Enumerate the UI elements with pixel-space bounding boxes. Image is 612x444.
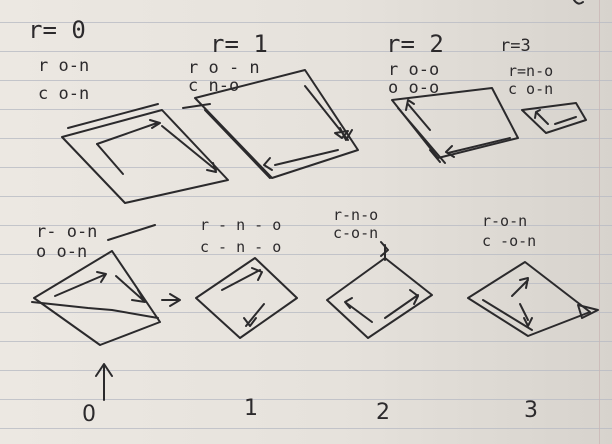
index-2: 2 <box>376 400 390 425</box>
label-r2-row1: r o-o <box>388 60 440 80</box>
label-r1-row1: r o - n <box>188 58 260 78</box>
margin-line <box>599 0 600 444</box>
heading-r3: r=3 <box>500 36 531 56</box>
label-r0-row1: r o-n <box>38 56 90 76</box>
sketch-r3 <box>521 102 587 134</box>
ruled-line <box>0 51 612 52</box>
label-b2-row2: c-o-n <box>333 224 379 242</box>
ruled-line <box>0 428 612 429</box>
ruled-line <box>0 399 612 400</box>
label-r2-row2: o o-o <box>388 78 440 98</box>
sketch-diamond-3 <box>467 261 599 337</box>
label-b3-row2: c -o-n <box>482 232 537 250</box>
index-1: 1 <box>244 396 258 421</box>
ruled-line <box>0 109 612 110</box>
label-r3-row2: c o-n <box>508 80 554 98</box>
label-r0-row2: c o-n <box>38 84 90 104</box>
sketch-r2 <box>391 87 519 164</box>
label-b2-row1: r-n-o <box>333 206 379 224</box>
heading-r2: r= 2 <box>386 30 444 58</box>
ruled-line <box>0 22 612 23</box>
heading-r0: r= 0 <box>28 16 86 44</box>
sketch-r1 <box>182 69 359 179</box>
ruled-line <box>0 225 612 226</box>
sketch-diamond-2 <box>326 241 433 339</box>
ruled-line <box>0 312 612 313</box>
label-b1-row1: r - n - o <box>200 216 282 234</box>
ruled-line <box>0 370 612 371</box>
sketch-r0 <box>61 103 229 204</box>
label-b0-row2: o o-n <box>36 242 88 262</box>
heading-r1: r= 1 <box>210 30 268 58</box>
label-b3-row1: r-o-n <box>482 212 528 230</box>
sketch-diamond-0 <box>31 224 181 401</box>
label-b1-row2: c - n - o <box>200 238 282 256</box>
ruled-line <box>0 341 612 342</box>
ruled-line <box>0 80 612 81</box>
corner-scribble <box>573 0 584 5</box>
ruled-line <box>0 254 612 255</box>
label-b0-row1: r- o-n <box>36 222 98 242</box>
index-3: 3 <box>524 398 538 423</box>
ruled-line <box>0 196 612 197</box>
label-r1-row2: c n-o <box>188 76 240 96</box>
ruled-line <box>0 283 612 284</box>
label-r3-row1: r=n-o <box>508 62 554 80</box>
index-0: 0 <box>82 402 96 427</box>
sketch-diamond-1 <box>195 257 298 339</box>
ruled-line <box>0 138 612 139</box>
